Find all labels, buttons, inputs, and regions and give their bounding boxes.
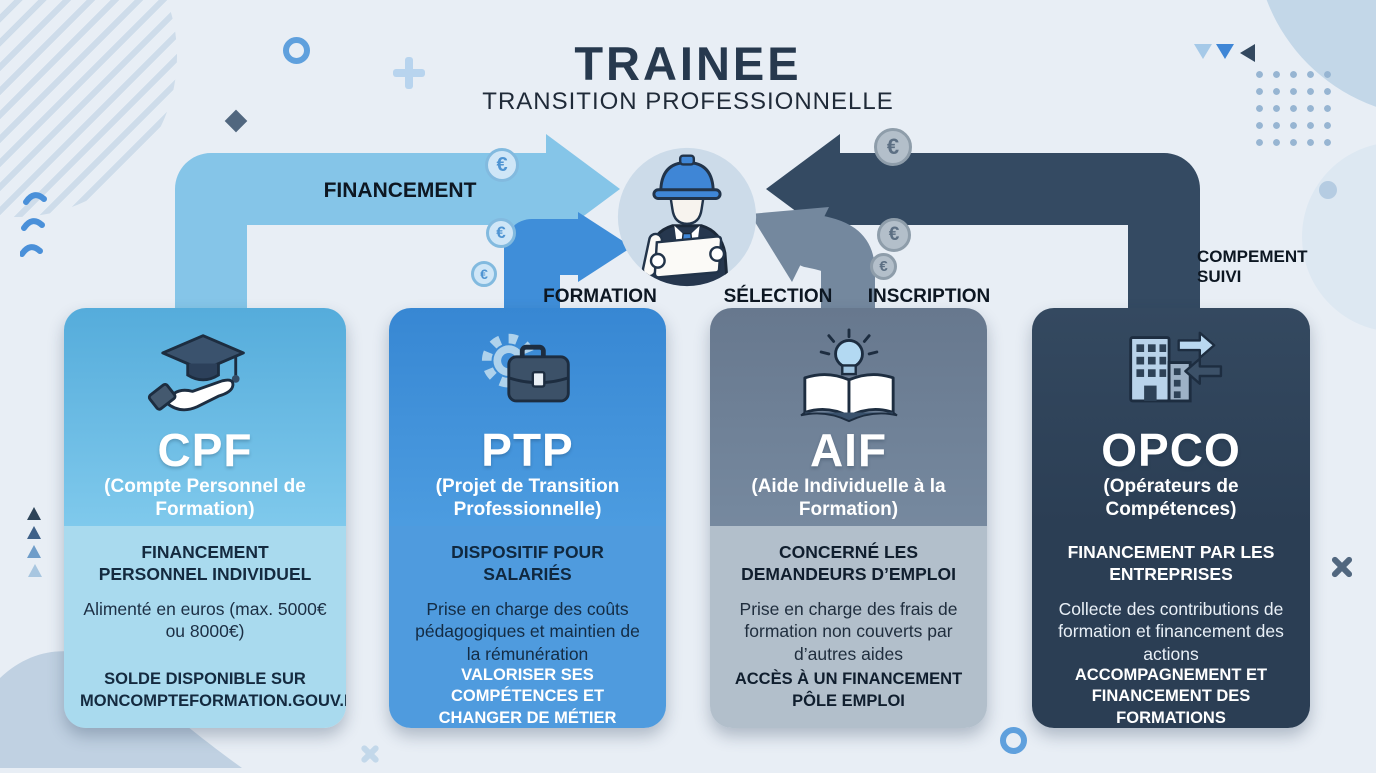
triangle-decoration [27, 526, 41, 539]
card-opco-header: OPCO (Opérateurs de Compétences) [1032, 308, 1310, 526]
ring-circle-decoration [1000, 727, 1027, 754]
euro-coin-icon: € [485, 148, 519, 182]
euro-coin-icon: € [870, 253, 897, 280]
triangle-decoration [27, 545, 41, 558]
card-aif-footer: ACCÈS À UN FINANCEMENT PÔLE EMPLOI [734, 670, 963, 710]
euro-coin-icon: € [486, 218, 516, 248]
cpf-financement-arrow [175, 134, 620, 332]
card-aif-body: CONCERNÉ LES DEMANDEURS D’EMPLOI Prise e… [710, 526, 987, 728]
card-ptp-heading: DISPOSITIF POUR SALARIÉS [451, 542, 604, 584]
card-opco-body: FINANCEMENT PAR LES ENTREPRISES Collecte… [1032, 526, 1310, 728]
dot-decoration [1319, 181, 1337, 199]
inscription-label: INSCRIPTION [867, 286, 991, 307]
flow-arrows [175, 134, 1200, 332]
card-ptp-footer: VALORISER SES COMPÉTENCES ET CHANGER DE … [438, 665, 617, 727]
page-title: TRAINEE [574, 37, 802, 90]
card-aif-heading: CONCERNÉ LES DEMANDEURS D’EMPLOI [741, 542, 956, 584]
card-ptp-body: DISPOSITIF POUR SALARIÉS Prise en charge… [389, 526, 666, 728]
squiggle-decoration [19, 190, 54, 275]
page-subtitle: TRANSITION PROFESSIONNELLE [482, 88, 894, 115]
financement-label: FINANCEMENT [323, 179, 477, 202]
card-opco: OPCO (Opérateurs de Compétences) FINANCE… [1032, 308, 1310, 728]
triangle-decoration [1240, 44, 1255, 62]
triangle-decoration [27, 507, 41, 520]
card-aif-description: Prise en charge des frais de formation n… [739, 598, 958, 664]
gear-briefcase-icon [467, 326, 589, 426]
euro-coin-icon: € [877, 218, 911, 252]
triangle-decoration [28, 564, 42, 577]
triangle-decoration [1194, 44, 1212, 59]
graduation-cap-in-hand-icon [144, 326, 266, 426]
card-cpf: CPF (Compte Personnel de Formation) FINA… [64, 308, 346, 728]
card-aif-fullname: (Aide Individuelle à la Formation) [751, 476, 946, 521]
cross-decoration [1328, 553, 1356, 581]
card-aif-acronym: AIF [809, 424, 888, 476]
card-ptp-acronym: PTP [481, 424, 574, 476]
euro-coin-icon: € [471, 261, 497, 287]
card-cpf-footer: SOLDE DISPONIBLE SUR MONCOMPTEFORMATION.… [80, 670, 346, 710]
card-cpf-heading: FINANCEMENT PERSONNEL INDIVIDUEL [98, 542, 312, 584]
card-ptp-description: Prise en charge des coûts pédagogiques e… [415, 598, 640, 664]
dot-grid-decoration [1251, 66, 1337, 152]
trainee-figure [614, 144, 760, 290]
ptp-formation-arrow [504, 212, 632, 332]
triangle-decoration [1216, 44, 1234, 59]
euro-coin-icon: € [874, 128, 912, 166]
card-ptp-fullname: (Projet de Transition Professionnelle) [435, 476, 620, 521]
card-opco-heading: FINANCEMENT PAR LES ENTREPRISES [1067, 542, 1275, 584]
card-cpf-body: FINANCEMENT PERSONNEL INDIVIDUEL Aliment… [64, 526, 346, 728]
card-opco-footer: ACCOMPAGNEMENT ET FINANCEMENT DES FORMAT… [1074, 665, 1268, 727]
card-opco-description: Collecte des contributions de formation … [1058, 598, 1284, 664]
buildings-exchange-icon [1110, 326, 1232, 426]
card-ptp: PTP (Projet de Transition Professionnell… [389, 308, 666, 728]
selection-label: SÉLECTION [723, 286, 833, 307]
card-opco-acronym: OPCO [1101, 424, 1241, 476]
card-ptp-header: PTP (Projet de Transition Professionnell… [389, 308, 666, 526]
open-book-lightbulb-icon [788, 326, 910, 426]
card-cpf-description: Alimenté en euros (max. 5000€ ou 8000€) [83, 598, 327, 642]
card-cpf-fullname: (Compte Personnel de Formation) [104, 476, 306, 521]
card-opco-fullname: (Opérateurs de Compétences) [1103, 476, 1239, 521]
card-aif: AIF (Aide Individuelle à la Formation) C… [710, 308, 987, 728]
card-cpf-header: CPF (Compte Personnel de Formation) [64, 308, 346, 526]
ring-circle-decoration [283, 37, 310, 64]
card-cpf-acronym: CPF [157, 424, 253, 476]
card-aif-header: AIF (Aide Individuelle à la Formation) [710, 308, 987, 526]
cross-decoration [358, 740, 386, 768]
plus-decoration [393, 57, 425, 89]
complement-suivi-label: COMPEMENT SUIVI [1197, 247, 1308, 287]
formation-label: FORMATION [543, 286, 657, 307]
aif-selection-arrow [750, 207, 875, 332]
